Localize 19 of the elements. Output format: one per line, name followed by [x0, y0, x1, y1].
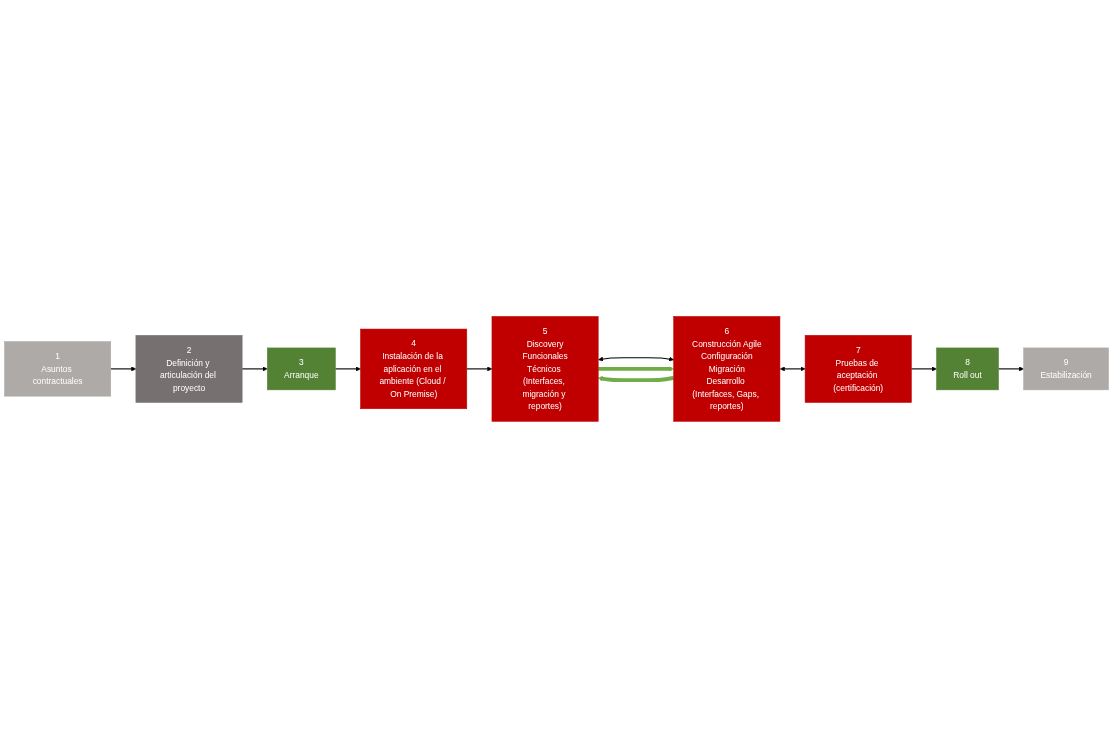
node-box: 1 Asuntos contractuales — [4, 340, 111, 397]
arrow — [466, 366, 493, 371]
arrow — [910, 366, 937, 371]
arrow — [598, 366, 674, 371]
arrow — [334, 366, 361, 371]
arrow — [779, 366, 806, 371]
arrow — [241, 366, 268, 371]
arrow — [598, 356, 674, 362]
arrow — [110, 366, 137, 371]
node-box: 3 Arranque — [267, 347, 336, 390]
node-box: 4 Instalación de la aplicación en el ambiente (Cloud / On Premise) — [360, 328, 468, 409]
node-box: 5 Discovery Funcionales Técnicos (Interfaces, migración y reportes) — [491, 315, 599, 422]
arrow — [598, 375, 675, 382]
node-box: 7 Pruebas de aceptación (certificación) — [804, 334, 912, 403]
node-box: 9 Estabilización — [1023, 347, 1109, 390]
node-box: 8 Roll out — [936, 347, 999, 390]
node-box: 2 Definición y articulación del proyecto — [135, 334, 243, 403]
arrow — [997, 366, 1024, 371]
node-box: 6 Construcción Agile Configuración Migración Desarrollo (Interfaces, Gaps, reportes) — [673, 315, 781, 422]
